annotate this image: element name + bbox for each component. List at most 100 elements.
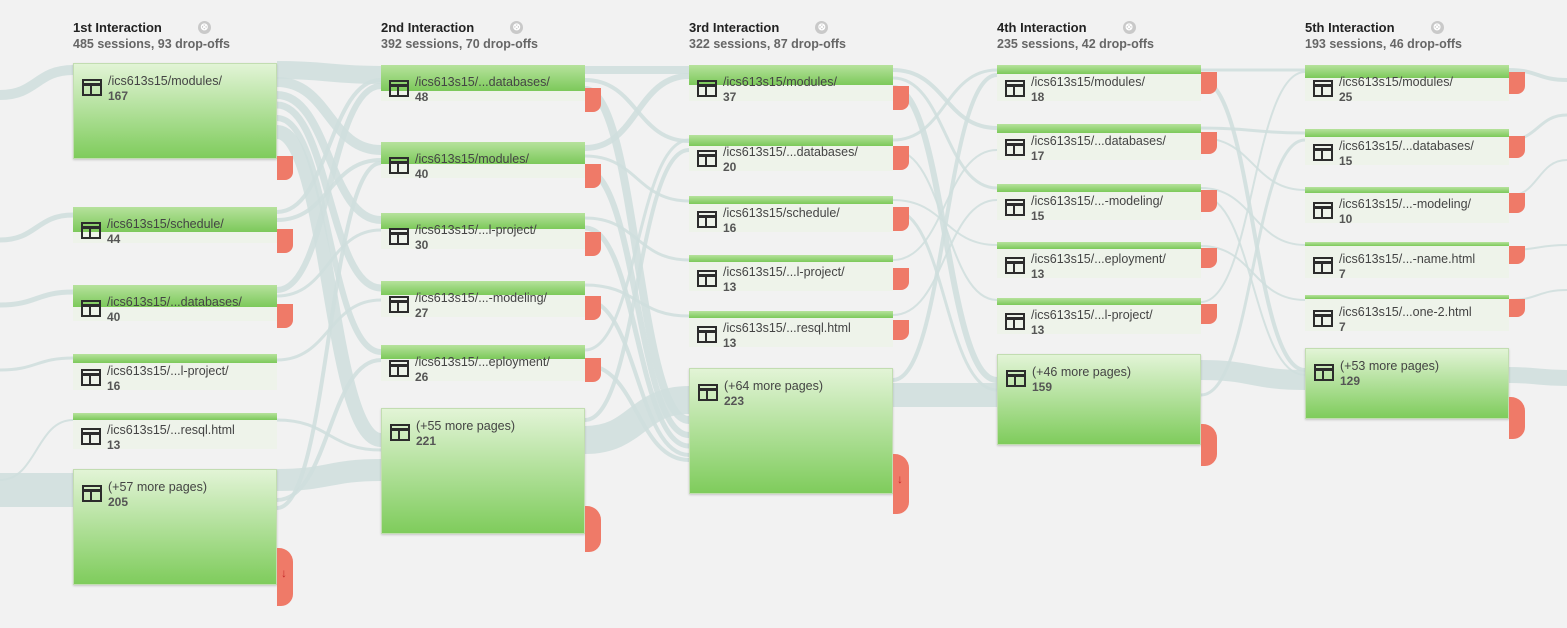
page-node[interactable]: /ics613s15/...databases/ 15 <box>1305 129 1509 168</box>
page-node[interactable]: (+46 more pages) 159 <box>997 354 1201 445</box>
remove-column-icon[interactable]: ⊗ <box>510 21 524 34</box>
page-node[interactable]: /ics613s15/modules/ 18 <box>997 65 1201 104</box>
page-node[interactable]: /ics613s15/...resql.html 13 <box>73 413 277 452</box>
page-node[interactable]: /ics613s15/...eployment/ 13 <box>997 242 1201 281</box>
flow-ribbon[interactable] <box>276 161 382 510</box>
flow-ribbon[interactable] <box>276 83 382 293</box>
flow-ribbon[interactable] <box>584 154 690 203</box>
dropoff-bar[interactable] <box>585 358 601 382</box>
flow-ribbon[interactable] <box>0 289 74 308</box>
remove-column-icon[interactable]: ⊗ <box>197 21 211 34</box>
remove-column-icon[interactable]: ⊗ <box>1122 21 1136 34</box>
flow-ribbon[interactable] <box>276 459 382 491</box>
dropoff-bar[interactable] <box>1509 299 1525 317</box>
dropoff-bar[interactable] <box>1509 246 1525 264</box>
page-node[interactable]: /ics613s15/modules/ 25 <box>1305 65 1509 104</box>
flow-ribbon[interactable] <box>584 225 690 449</box>
flow-ribbon[interactable] <box>584 283 690 318</box>
dropoff-bar[interactable] <box>585 164 601 188</box>
page-node[interactable]: /ics613s15/...l-project/ 13 <box>997 298 1201 337</box>
page-node[interactable]: /ics613s15/...databases/ 20 <box>689 135 893 174</box>
dropoff-bar[interactable] <box>1201 248 1217 268</box>
dropoff-bar[interactable] <box>277 304 293 328</box>
dropoff-bar[interactable]: ↓ <box>893 454 909 514</box>
flow-ribbon[interactable] <box>1200 195 1306 376</box>
dropoff-bar[interactable] <box>893 86 909 110</box>
flow-ribbon[interactable] <box>892 208 998 392</box>
page-node[interactable]: /ics613s15/...-modeling/ 15 <box>997 184 1201 223</box>
dropoff-bar[interactable] <box>893 146 909 170</box>
flow-ribbon[interactable] <box>276 61 382 84</box>
page-node[interactable]: /ics613s15/modules/ 37 <box>689 65 893 104</box>
dropoff-bar[interactable] <box>1201 190 1217 212</box>
flow-ribbon[interactable] <box>1200 138 1306 397</box>
flow-ribbon[interactable] <box>584 148 690 422</box>
flow-ribbon[interactable] <box>276 115 382 355</box>
page-node[interactable]: /ics613s15/...one-2.html 7 <box>1305 295 1509 334</box>
flow-ribbon[interactable] <box>0 419 74 481</box>
dropoff-bar[interactable] <box>1509 397 1525 439</box>
flow-ribbon[interactable] <box>0 356 74 372</box>
dropoff-bar[interactable] <box>585 88 601 112</box>
dropoff-bar[interactable] <box>585 232 601 256</box>
page-node[interactable]: /ics613s15/...l-project/ 13 <box>689 255 893 294</box>
flow-ribbon[interactable] <box>1508 159 1567 197</box>
page-node[interactable]: /ics613s15/modules/ 167 <box>73 63 277 159</box>
flow-ribbon[interactable] <box>276 77 382 155</box>
dropoff-bar[interactable] <box>277 229 293 253</box>
page-node[interactable]: /ics613s15/...-name.html 7 <box>1305 242 1509 281</box>
flow-ribbon[interactable] <box>0 212 74 243</box>
flow-ribbon[interactable] <box>584 167 690 438</box>
flow-ribbon[interactable] <box>892 76 998 190</box>
flow-ribbon[interactable] <box>584 73 690 151</box>
flow-ribbon[interactable] <box>1200 360 1306 390</box>
flow-ribbon[interactable] <box>892 149 998 261</box>
flow-ribbon[interactable] <box>276 91 382 224</box>
dropoff-bar[interactable] <box>277 156 293 180</box>
flow-ribbon[interactable] <box>275 125 383 447</box>
flow-ribbon[interactable] <box>276 228 382 298</box>
page-node[interactable]: /ics613s15/...databases/ 48 <box>381 65 585 104</box>
dropoff-bar[interactable] <box>1201 132 1217 154</box>
flow-ribbon[interactable] <box>1200 126 1306 135</box>
page-node[interactable]: /ics613s15/...eployment/ 26 <box>381 345 585 384</box>
dropoff-bar[interactable] <box>893 207 909 231</box>
page-node[interactable]: (+64 more pages) 223 <box>689 368 893 494</box>
dropoff-bar[interactable] <box>1201 424 1217 466</box>
page-node[interactable]: (+57 more pages) 205 <box>73 469 277 585</box>
page-node[interactable]: /ics613s15/...-modeling/ 27 <box>381 281 585 320</box>
page-node[interactable]: (+55 more pages) 221 <box>381 408 585 534</box>
flow-ribbon[interactable] <box>1508 367 1567 386</box>
remove-column-icon[interactable]: ⊗ <box>1430 21 1444 34</box>
page-node[interactable]: /ics613s15/...resql.html 13 <box>689 311 893 350</box>
flow-ribbon[interactable] <box>584 386 690 454</box>
page-node[interactable]: /ics613s15/...databases/ 17 <box>997 124 1201 163</box>
flow-ribbon[interactable] <box>276 78 382 214</box>
dropoff-bar[interactable]: ↓ <box>277 548 293 606</box>
remove-column-icon[interactable]: ⊗ <box>815 21 829 34</box>
flow-ribbon[interactable] <box>1200 71 1306 303</box>
page-node[interactable]: /ics613s15/...l-project/ 30 <box>381 213 585 252</box>
dropoff-bar[interactable] <box>893 268 909 290</box>
dropoff-bar[interactable] <box>1509 72 1525 94</box>
flow-ribbon[interactable] <box>584 298 690 457</box>
flow-ribbon[interactable] <box>584 138 690 352</box>
dropoff-bar[interactable] <box>1509 136 1525 158</box>
flow-ribbon[interactable] <box>0 65 74 100</box>
flow-ribbon[interactable] <box>892 68 998 130</box>
flow-ribbon[interactable] <box>1200 78 1306 372</box>
page-node[interactable]: /ics613s15/modules/ 40 <box>381 142 585 181</box>
dropoff-bar[interactable] <box>1201 304 1217 324</box>
page-node[interactable]: /ics613s15/schedule/ 16 <box>689 196 893 235</box>
dropoff-bar[interactable] <box>1201 72 1217 94</box>
page-node[interactable]: /ics613s15/schedule/ 44 <box>73 207 277 246</box>
flow-ribbon[interactable] <box>892 73 998 382</box>
flow-ribbon[interactable] <box>892 68 998 142</box>
dropoff-bar[interactable] <box>585 506 601 552</box>
dropoff-bar[interactable] <box>893 320 909 340</box>
page-node[interactable]: (+53 more pages) 129 <box>1305 348 1509 419</box>
flow-ribbon[interactable] <box>1508 68 1567 82</box>
page-node[interactable]: /ics613s15/...-modeling/ 10 <box>1305 187 1509 226</box>
dropoff-bar[interactable] <box>585 296 601 320</box>
dropoff-bar[interactable] <box>1509 193 1525 213</box>
